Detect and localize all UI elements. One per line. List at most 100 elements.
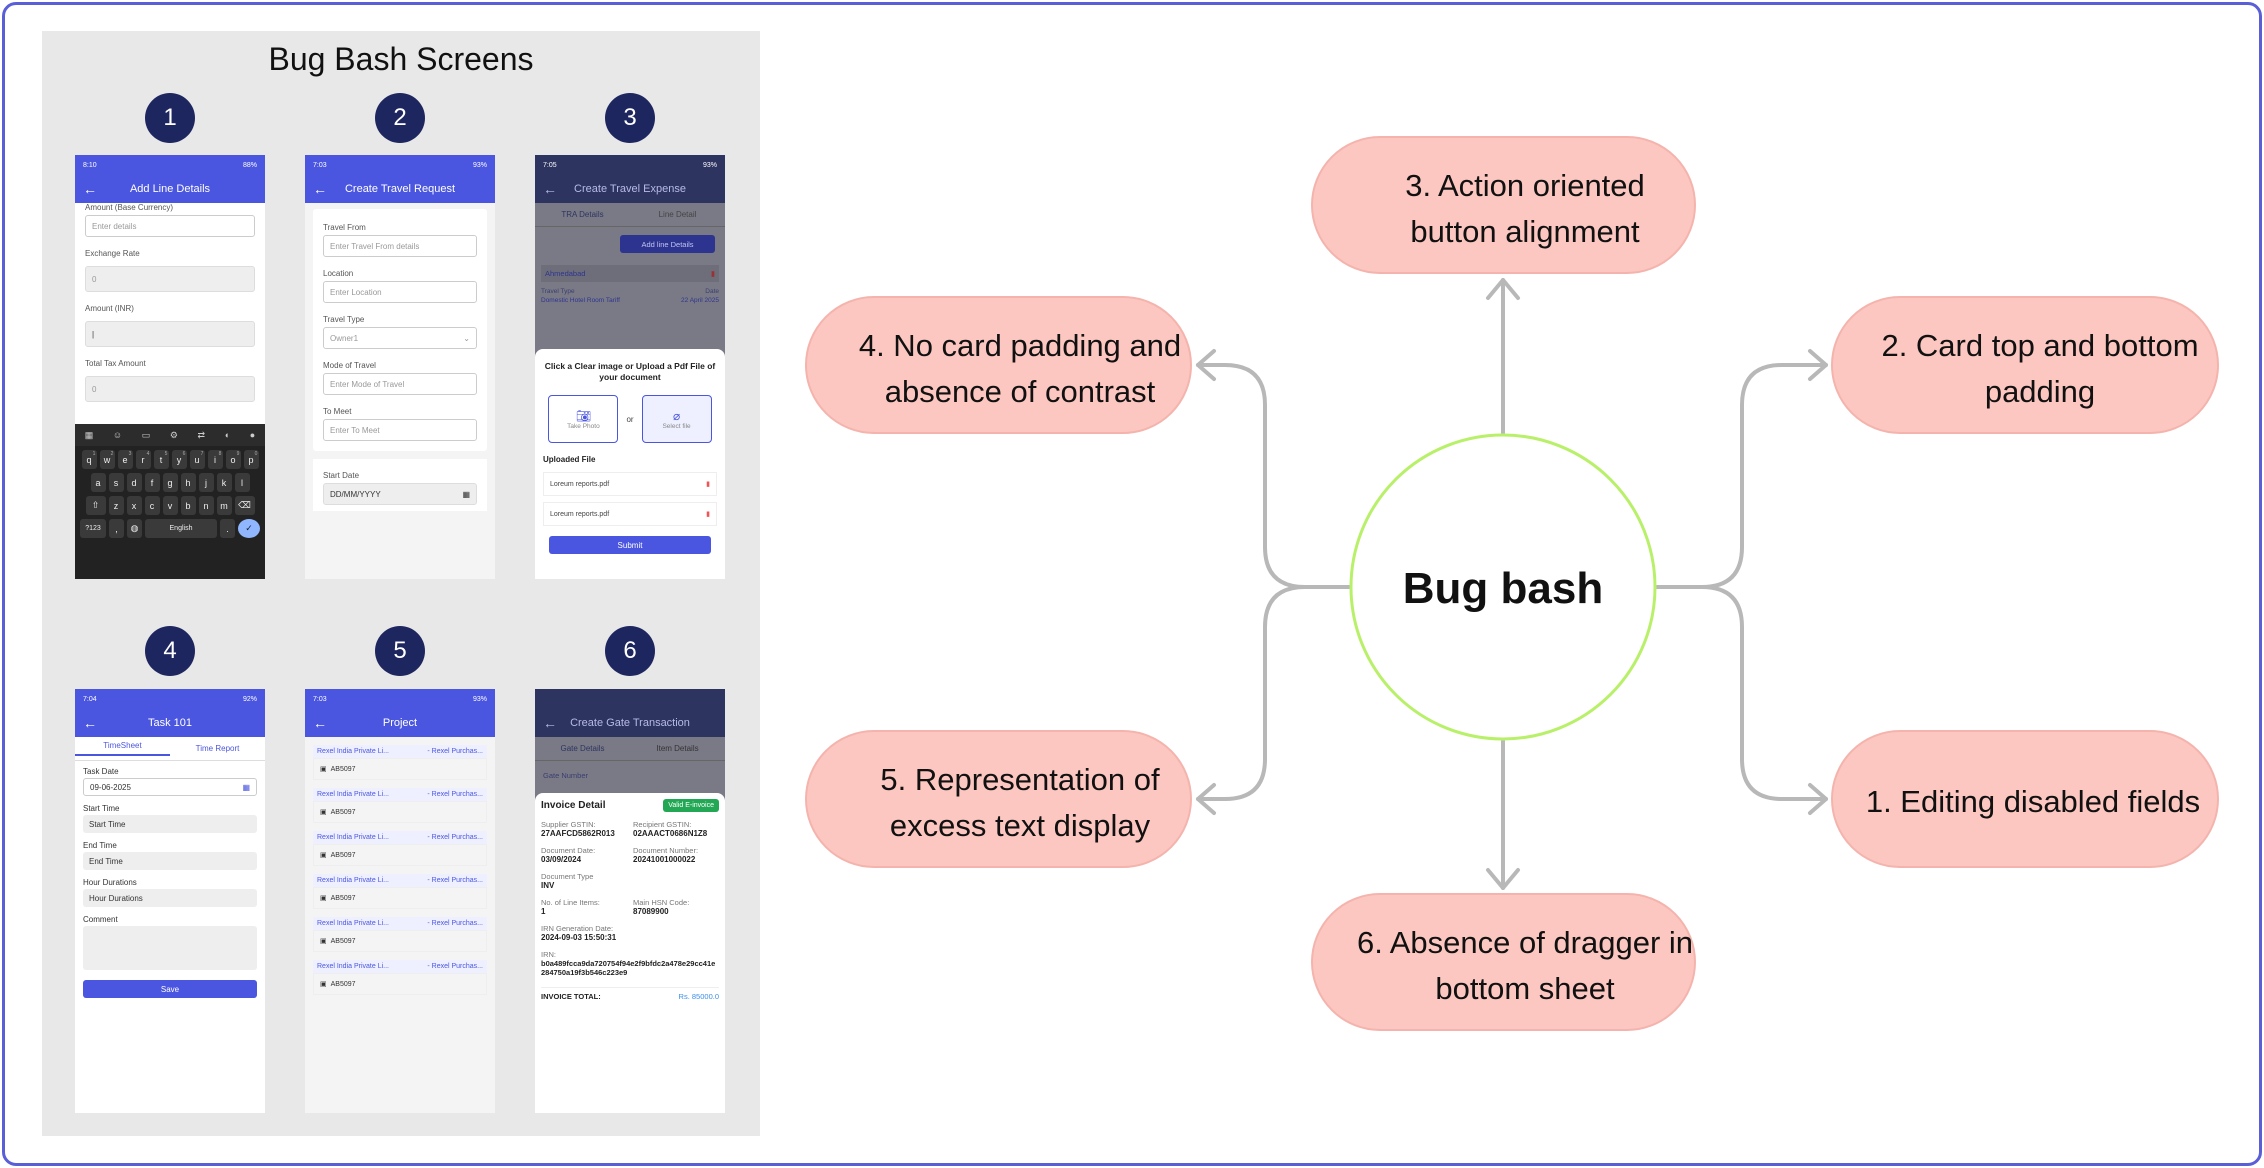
invoice-field: Document Date:03/09/2024 xyxy=(541,846,596,864)
pill-label-line1: 4. No card padding and xyxy=(859,328,1181,363)
exchange-rate-input[interactable]: 0 xyxy=(85,266,255,292)
key-m[interactable]: m xyxy=(216,496,232,515)
invoice-field: Document Number:20241001000022 xyxy=(633,846,699,864)
list-item[interactable]: Rexel India Private Li...- Rexel Purchas… xyxy=(313,874,487,909)
key-l[interactable]: l xyxy=(234,473,250,492)
shift-icon[interactable]: ⇧ xyxy=(85,496,106,515)
amount-inr-input[interactable]: | xyxy=(85,321,255,347)
select-file-button[interactable]: ⌀Select file xyxy=(641,395,712,444)
take-photo-button[interactable]: 📷︎Take Photo xyxy=(548,395,619,444)
connector-to-node-1 xyxy=(1700,585,1828,801)
gear-icon: ⚙ xyxy=(169,429,178,440)
key-n[interactable]: n xyxy=(198,496,214,515)
mode-of-travel-input[interactable]: Enter Mode of Travel xyxy=(323,373,477,395)
key-b[interactable]: b xyxy=(180,496,196,515)
tab-time-report[interactable]: Time Report xyxy=(195,744,240,753)
trash-icon[interactable]: ▮ xyxy=(706,481,710,489)
key-s[interactable]: s xyxy=(108,473,124,492)
screen-number-badge: 5 xyxy=(375,626,425,676)
tab-timesheet[interactable]: TimeSheet xyxy=(75,741,170,756)
screen-number-badge: 6 xyxy=(605,626,655,676)
total-tax-input[interactable]: 0 xyxy=(85,376,255,402)
back-arrow-icon[interactable]: ← xyxy=(543,715,557,731)
submit-button[interactable]: Submit xyxy=(549,536,711,555)
key-j[interactable]: j xyxy=(198,473,214,492)
pill-node-n1: 1. Editing disabled fields xyxy=(1831,730,2219,868)
key-k[interactable]: k xyxy=(216,473,232,492)
screen-number-badge: 2 xyxy=(375,93,425,143)
pill-label-line1: 2. Card top and bottom xyxy=(1881,328,2198,363)
key-h[interactable]: h xyxy=(180,473,196,492)
document-icon: ▣ xyxy=(320,938,327,945)
tab-item-details[interactable]: Item Details xyxy=(656,744,699,753)
pill-label-line1: 3. Action oriented xyxy=(1405,168,1645,203)
back-arrow-icon[interactable]: ← xyxy=(543,181,557,197)
palette-icon: ◐ xyxy=(224,430,231,440)
space-key[interactable]: English xyxy=(145,519,217,538)
globe-icon[interactable]: ◍ xyxy=(127,519,142,538)
start-time-input[interactable]: Start Time xyxy=(83,815,257,833)
document-icon: ▣ xyxy=(320,981,327,988)
tab-tra-details[interactable]: TRA Details xyxy=(561,210,604,219)
symbols-key[interactable]: ?123 xyxy=(80,519,106,538)
tab-line-detail[interactable]: Line Detail xyxy=(658,210,697,219)
pill-label-line2: absence of contrast xyxy=(885,374,1156,409)
trash-icon[interactable]: ▮ xyxy=(706,511,710,519)
key-z[interactable]: z xyxy=(108,496,124,515)
travel-type-select[interactable]: Owner1⌄ xyxy=(323,327,477,349)
invoice-field: Supplier GSTIN:27AAFCD5862R013 xyxy=(541,820,615,838)
key-c[interactable]: c xyxy=(144,496,160,515)
document-icon: ▣ xyxy=(320,852,327,859)
location-input[interactable]: Enter Location xyxy=(323,281,477,303)
task-date-input[interactable]: 09-06-2025▦ xyxy=(83,778,257,796)
travel-from-input[interactable]: Enter Travel From details xyxy=(323,235,477,257)
app-bar: ←Task 101 xyxy=(75,709,265,737)
to-meet-input[interactable]: Enter To Meet xyxy=(323,419,477,441)
list-item[interactable]: Rexel India Private Li...- Rexel Purchas… xyxy=(313,960,487,995)
key-f[interactable]: f xyxy=(144,473,160,492)
back-arrow-icon[interactable]: ← xyxy=(313,181,327,197)
back-arrow-icon[interactable]: ← xyxy=(313,715,327,731)
app-bar: ←Create Gate Transaction xyxy=(535,709,725,737)
period-key[interactable]: . xyxy=(220,519,235,538)
key-a[interactable]: a xyxy=(90,473,106,492)
pill-label-line1: 1. Editing disabled fields xyxy=(1866,784,2200,819)
comma-key[interactable]: , xyxy=(109,519,124,538)
key-d[interactable]: d xyxy=(126,473,142,492)
start-date-input[interactable]: DD/MM/YYYY▦ xyxy=(323,483,477,505)
list-item[interactable]: Rexel India Private Li...- Rexel Purchas… xyxy=(313,745,487,780)
end-time-input[interactable]: End Time xyxy=(83,852,257,870)
back-arrow-icon[interactable]: ← xyxy=(83,181,97,197)
amount-base-input[interactable]: Enter details xyxy=(85,215,255,237)
app-bar: ←Create Travel Request xyxy=(305,175,495,203)
backspace-icon[interactable]: ⌫ xyxy=(234,496,255,515)
back-arrow-icon[interactable]: ← xyxy=(83,715,97,731)
upload-bottom-sheet: Click a Clear image or Upload a Pdf File… xyxy=(535,349,725,579)
list-item[interactable]: Rexel India Private Li...- Rexel Purchas… xyxy=(313,917,487,952)
checkmark-icon[interactable]: ✓ xyxy=(238,519,260,538)
hour-durations-input[interactable]: Hour Durations xyxy=(83,889,257,907)
key-g[interactable]: g xyxy=(162,473,178,492)
comment-textarea[interactable] xyxy=(83,926,257,970)
tab-gate-details[interactable]: Gate Details xyxy=(560,744,605,753)
add-line-details-button[interactable]: Add line Details xyxy=(620,235,715,253)
save-button[interactable]: Save xyxy=(83,980,257,998)
list-item[interactable]: Rexel India Private Li...- Rexel Purchas… xyxy=(313,831,487,866)
list-item[interactable]: Rexel India Private Li...- Rexel Purchas… xyxy=(313,788,487,823)
paperclip-icon: ⌀ xyxy=(672,408,681,423)
key-x[interactable]: x xyxy=(126,496,142,515)
key-v[interactable]: v xyxy=(162,496,178,515)
